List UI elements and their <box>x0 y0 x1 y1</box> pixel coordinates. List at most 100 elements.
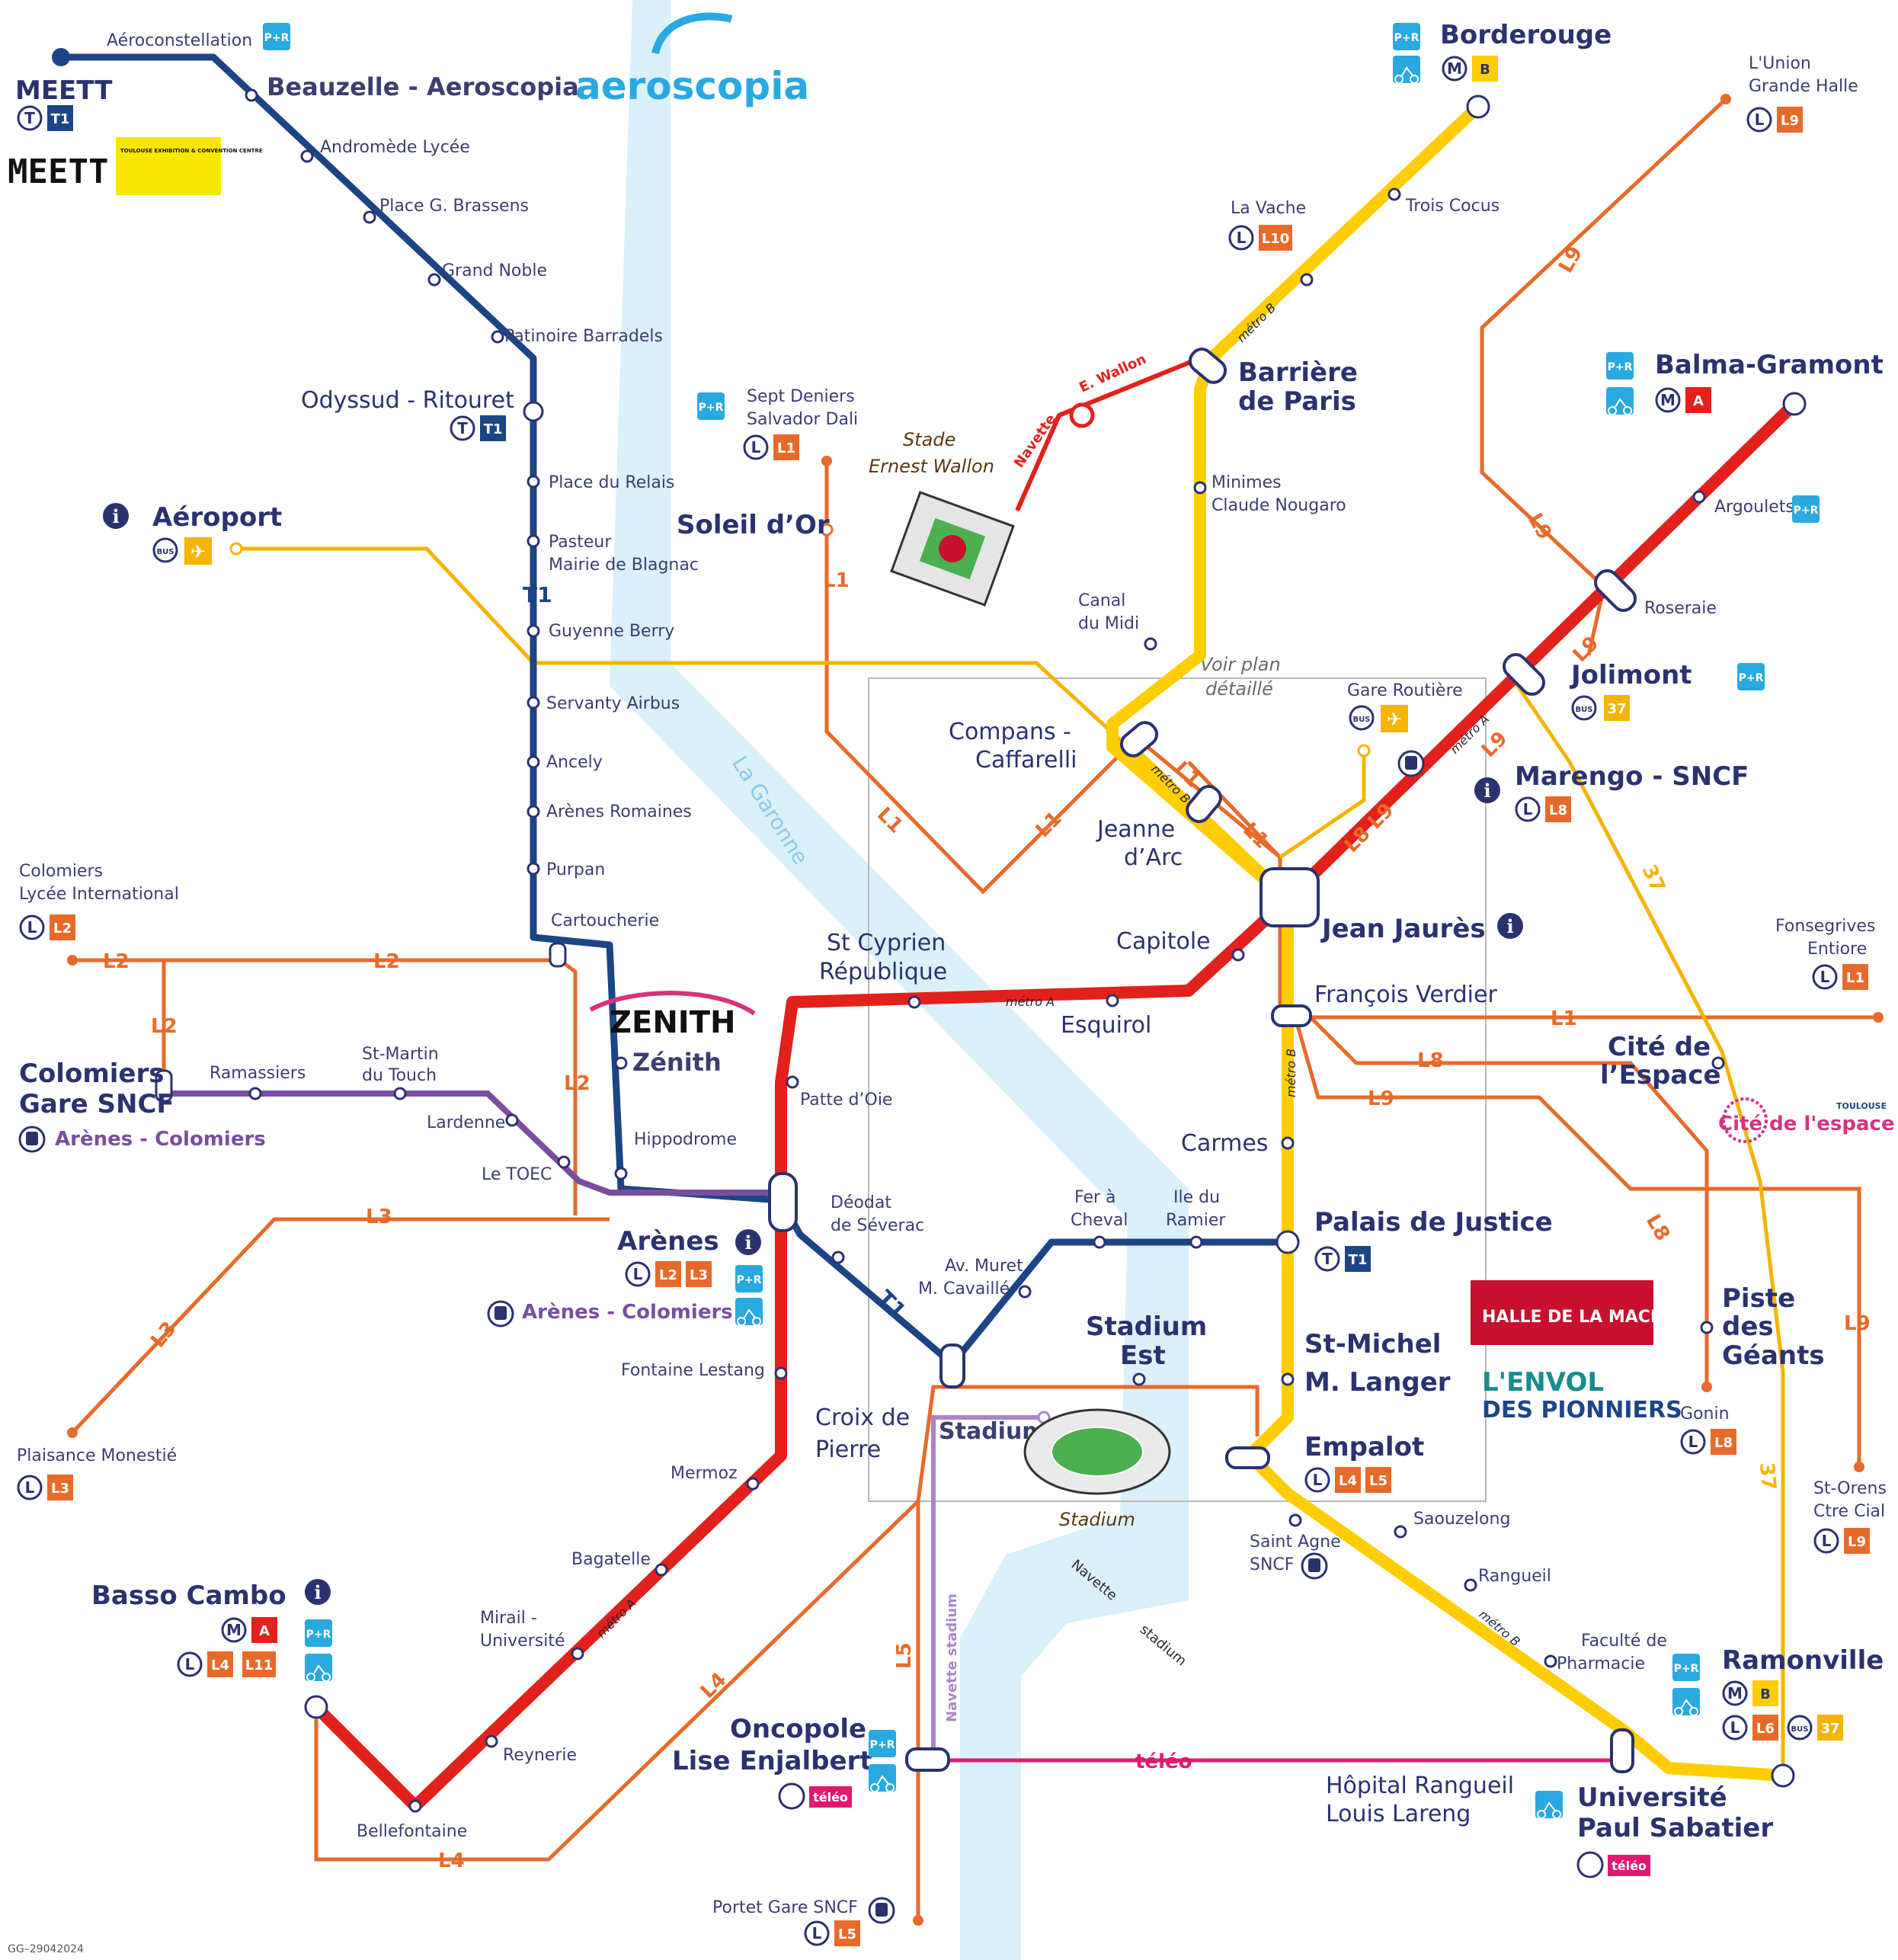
stop-beauzelle[interactable] <box>245 88 258 102</box>
stop-muret[interactable] <box>1018 1285 1032 1299</box>
badge-l9-label: L9 <box>1781 113 1799 129</box>
stop-hippodrome[interactable] <box>614 1167 628 1180</box>
stop-ancely[interactable] <box>527 755 540 769</box>
stop-piste[interactable] <box>1700 1321 1714 1334</box>
stop-saint-agne[interactable] <box>1288 1513 1302 1527</box>
stop-arenes-romaines[interactable] <box>527 805 540 818</box>
terminus-plaisance[interactable] <box>67 1427 78 1438</box>
badge-l1-label: L1 <box>777 440 795 456</box>
stop-andromede[interactable] <box>300 149 314 163</box>
stop-patinoire[interactable] <box>491 330 504 344</box>
stop-ramassiers[interactable] <box>248 1087 262 1100</box>
station-dot-meett[interactable] <box>52 48 70 66</box>
label-beauzelle: Beauzelle - Aeroscopia <box>267 72 579 101</box>
station-node-arenes[interactable] <box>768 1172 798 1232</box>
stop-st-michel[interactable] <box>1281 1372 1295 1386</box>
station-dot-balma[interactable] <box>1782 392 1807 416</box>
stop-minimes[interactable] <box>1193 481 1207 495</box>
stop-cite[interactable] <box>1711 1056 1725 1070</box>
stop-fer[interactable] <box>1093 1235 1106 1249</box>
stop-mermoz[interactable] <box>746 1477 760 1491</box>
stop-capitole[interactable] <box>1231 948 1245 962</box>
station-node-ups[interactable] <box>1610 1728 1634 1773</box>
station-node-compans[interactable] <box>1117 718 1161 760</box>
stop-patte-oie[interactable] <box>786 1075 799 1089</box>
station-dot-odyssud[interactable] <box>523 401 544 422</box>
stop-argoulets[interactable] <box>1692 490 1706 504</box>
label-ramassiers: Ramassiers <box>210 1064 306 1083</box>
stop-st-cyprien[interactable] <box>907 995 921 1009</box>
station-node-croix[interactable] <box>939 1343 965 1388</box>
stop-mirail[interactable] <box>571 1647 584 1661</box>
stop-fontaine[interactable] <box>774 1366 788 1380</box>
terminus-fonsegrives[interactable] <box>1873 1012 1884 1023</box>
station-dot-navette-ewallon[interactable] <box>1069 402 1095 428</box>
stop-rangueil[interactable] <box>1464 1578 1477 1592</box>
stop-saouzelong[interactable] <box>1394 1525 1407 1539</box>
station-dot-basso[interactable] <box>304 1695 328 1719</box>
stop-zenith[interactable] <box>614 1056 628 1070</box>
park-and-ride-label: P+R <box>306 1629 331 1641</box>
station-node-barriere[interactable] <box>1186 344 1230 386</box>
terminus-st-orens[interactable] <box>1854 1462 1864 1472</box>
stop-trois-cocus[interactable] <box>1387 187 1401 201</box>
stop-ile[interactable] <box>1189 1235 1203 1249</box>
label-deodat-2: de Séverac <box>831 1216 924 1235</box>
stop-deodat[interactable] <box>831 1251 845 1264</box>
stop-le-toec[interactable] <box>557 1155 571 1169</box>
label-croix-1: Croix de <box>815 1404 910 1431</box>
terminus-lunion[interactable] <box>1720 94 1731 104</box>
label-l2-b: L2 <box>373 950 400 973</box>
stop-bagatelle[interactable] <box>655 1563 668 1577</box>
label-meett: MEETT <box>15 75 113 106</box>
station-dot-palais[interactable] <box>1275 1230 1300 1254</box>
badge-l5-label: L5 <box>838 1926 856 1942</box>
station-node-oncopole[interactable] <box>905 1747 950 1772</box>
station-dot-borderouge[interactable] <box>1466 94 1490 119</box>
stop-pasteur[interactable] <box>527 534 540 548</box>
terminus-colomiers-lycee[interactable] <box>67 955 78 966</box>
stop-lardenne[interactable] <box>505 1113 519 1127</box>
badge-l-icon <box>743 434 769 460</box>
label-place-relais: Place du Relais <box>549 473 674 492</box>
stop-purpan[interactable] <box>527 862 540 876</box>
stop-gare-routiere[interactable] <box>1357 744 1371 757</box>
cable-car-icon <box>778 1782 805 1810</box>
stop-stadium-est[interactable] <box>1132 1372 1146 1386</box>
stop-place-relais[interactable] <box>527 475 540 488</box>
station-node-jeanne-darc[interactable] <box>1183 782 1224 826</box>
station-node-jolimont[interactable] <box>1500 650 1548 699</box>
stop-brassens[interactable] <box>363 210 376 224</box>
stop-reynerie[interactable] <box>485 1734 498 1748</box>
stop-esquirol[interactable] <box>1106 994 1119 1007</box>
terminus-gonin[interactable] <box>1701 1382 1712 1392</box>
label-l9-a: L9 <box>1554 242 1587 277</box>
stop-canal[interactable] <box>1144 637 1157 651</box>
station-node-roseraie[interactable] <box>1591 566 1640 615</box>
stop-guyenne[interactable] <box>527 624 540 638</box>
station-node-verdier[interactable] <box>1271 1004 1312 1027</box>
train-icon-body <box>1308 1558 1320 1572</box>
stop-grand-noble[interactable] <box>427 273 441 287</box>
station-node-colomiers-gare[interactable] <box>155 1069 173 1103</box>
label-navette-ewallon-2: E. Wallon <box>1077 351 1148 396</box>
stop-carmes[interactable] <box>1281 1136 1295 1150</box>
station-node-empalot[interactable] <box>1225 1446 1270 1469</box>
terminus-portet[interactable] <box>913 1915 923 1926</box>
terminus-sept-deniers[interactable] <box>821 456 832 466</box>
station-node-jean-jaures[interactable] <box>1259 867 1320 927</box>
info-icon-letter: i <box>314 1581 321 1603</box>
stop-soleil[interactable] <box>820 523 834 536</box>
stop-faculte[interactable] <box>1544 1654 1557 1668</box>
stop-bellefontaine[interactable] <box>408 1799 422 1813</box>
stop-aeroport[interactable] <box>229 542 243 556</box>
stop-st-martin[interactable] <box>393 1087 407 1100</box>
station-node-cartoucherie[interactable] <box>549 942 567 968</box>
stop-servanty[interactable] <box>527 696 540 709</box>
label-metro-b-verdier: métro B <box>1284 1049 1298 1097</box>
label-canal-1: Canal <box>1078 591 1125 610</box>
station-dot-ramonville[interactable] <box>1771 1763 1795 1788</box>
envol-text-2: DES PIONNIERS <box>1482 1397 1682 1424</box>
label-ile-2: Ramier <box>1166 1211 1226 1230</box>
stop-la-vache[interactable] <box>1300 273 1314 287</box>
